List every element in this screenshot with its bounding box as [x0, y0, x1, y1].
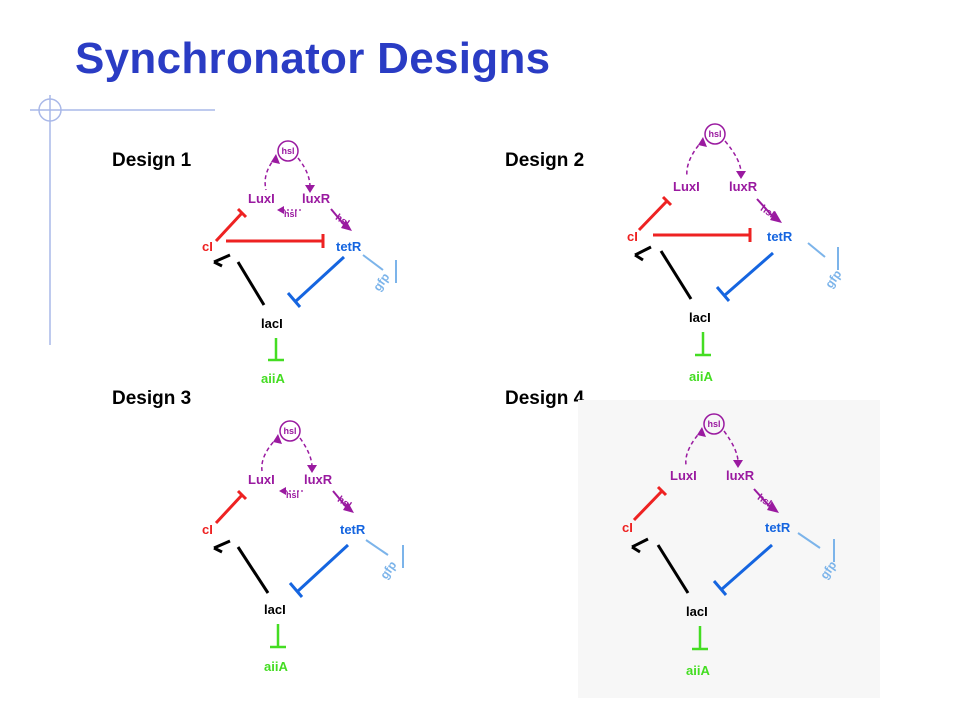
luxi-label: LuxI: [670, 468, 697, 483]
laci-label: lacI: [689, 310, 711, 325]
design-3-label: Design 3: [112, 388, 192, 409]
hsl-node-label: hsl: [708, 129, 721, 139]
laci-label: lacI: [686, 604, 708, 619]
design-4-label: Design 4: [505, 388, 585, 409]
hsl-node-label: hsl: [281, 146, 294, 156]
gfp-label: gfp: [377, 558, 399, 581]
design-4-diagram: hsl LuxI luxR hsl cI tetR gfp lacI aiiA: [620, 405, 845, 690]
ci-label: cI: [622, 520, 633, 535]
design-3-diagram: hsl LuxI luxR hsl hsl cI tetR gfp lacI a…: [198, 415, 418, 690]
laci-label: lacI: [261, 316, 283, 331]
design-2-label: Design 2: [505, 150, 585, 171]
hsl-node-label: hsl: [707, 419, 720, 429]
design-2-diagram: hsl LuxI luxR hsl cI tetR gfp lacI aiiA: [625, 115, 845, 390]
ci-label: cI: [202, 239, 213, 254]
tetr-label: tetR: [767, 229, 793, 244]
luxi-label: LuxI: [248, 472, 275, 487]
aiia-label: aiiA: [261, 371, 285, 386]
gfp-label: gfp: [817, 558, 839, 581]
ci-label: cI: [202, 522, 213, 537]
design-3-network: hsl LuxI luxR hsl hsl cI tetR gfp lacI a…: [202, 420, 404, 674]
luxi-label: LuxI: [248, 191, 275, 206]
luxi-label: LuxI: [673, 179, 700, 194]
hsl-small-label: hsl: [286, 490, 299, 500]
design-1-diagram: hsl LuxI luxR hsl hsl cI tetR gfp lacI a…: [198, 135, 418, 390]
luxr-label: luxR: [726, 468, 755, 483]
design-2-network: hsl LuxI luxR hsl cI tetR gfp lacI aiiA: [627, 123, 844, 384]
hsl-node: [704, 123, 726, 145]
hsl-node: [279, 420, 301, 442]
slide-title: Synchronator Designs: [75, 34, 551, 83]
hsl-small-label: hsl: [284, 209, 297, 219]
luxr-label: luxR: [729, 179, 758, 194]
design-4-background: [578, 400, 880, 698]
design-1-label: Design 1: [112, 150, 192, 171]
gfp-label: gfp: [370, 270, 392, 293]
design-1-network: hsl LuxI luxR hsl hsl cI tetR gfp lacI a…: [202, 140, 397, 386]
laci-label: lacI: [264, 602, 286, 617]
design-4-network: hsl LuxI luxR hsl cI tetR gfp lacI aiiA: [622, 413, 839, 678]
aiia-label: aiiA: [264, 659, 288, 674]
gfp-label: gfp: [822, 267, 844, 290]
aiia-label: aiiA: [686, 663, 710, 678]
tetr-label: tetR: [765, 520, 791, 535]
ci-label: cI: [627, 229, 638, 244]
tetr-label: tetR: [340, 522, 366, 537]
hsl-node: [703, 413, 725, 435]
aiia-label: aiiA: [689, 369, 713, 384]
luxr-label: luxR: [304, 472, 333, 487]
hsl-node: [277, 140, 299, 162]
hsl-node-label: hsl: [283, 426, 296, 436]
tetr-label: tetR: [336, 239, 362, 254]
luxr-label: luxR: [302, 191, 331, 206]
